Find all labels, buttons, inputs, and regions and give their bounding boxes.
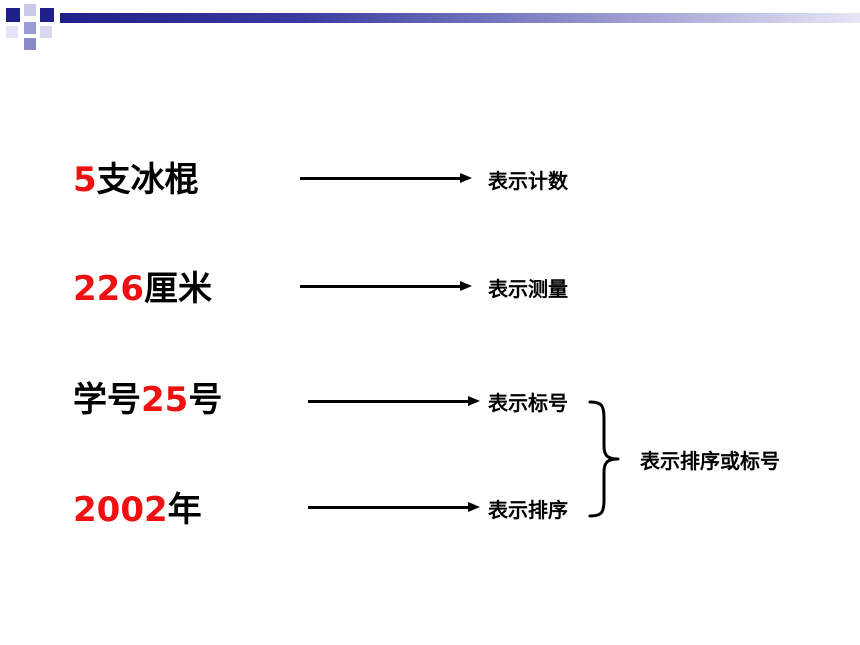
- label-ordering: 表示排序: [488, 498, 568, 522]
- deco-square: [24, 4, 36, 16]
- arrow-icon: [308, 500, 480, 514]
- title-bar: [60, 13, 860, 23]
- label-group-ordering-or-labeling: 表示排序或标号: [640, 449, 780, 473]
- item-prefix: 学号: [73, 380, 141, 420]
- item-number: 25: [141, 380, 189, 420]
- item-suffix: 号: [188, 380, 223, 420]
- item-suffix: 支冰棍: [96, 160, 199, 200]
- item-number: 2002: [73, 490, 168, 530]
- label-measuring: 表示测量: [488, 277, 568, 301]
- item-number: 226: [73, 269, 144, 309]
- deco-square: [24, 22, 36, 34]
- item-year: 2002年: [73, 490, 202, 530]
- arrow-icon: [300, 279, 472, 293]
- arrow-icon: [308, 394, 480, 408]
- deco-square: [6, 26, 18, 38]
- item-suffix: 厘米: [143, 269, 212, 309]
- label-counting: 表示计数: [488, 169, 568, 193]
- deco-square: [40, 8, 54, 22]
- curly-brace-icon: [588, 400, 620, 518]
- item-suffix: 年: [167, 490, 202, 530]
- label-labeling: 表示标号: [488, 391, 568, 415]
- arrow-icon: [300, 171, 472, 185]
- deco-square: [40, 26, 52, 38]
- item-student-number: 学号25号: [73, 380, 222, 420]
- item-ice-cream: 5支冰棍: [73, 160, 199, 200]
- slide-header-decoration: [0, 0, 860, 60]
- item-centimeters: 226厘米: [73, 269, 212, 309]
- deco-square: [6, 8, 20, 22]
- deco-square: [24, 38, 36, 50]
- item-number: 5: [73, 160, 97, 200]
